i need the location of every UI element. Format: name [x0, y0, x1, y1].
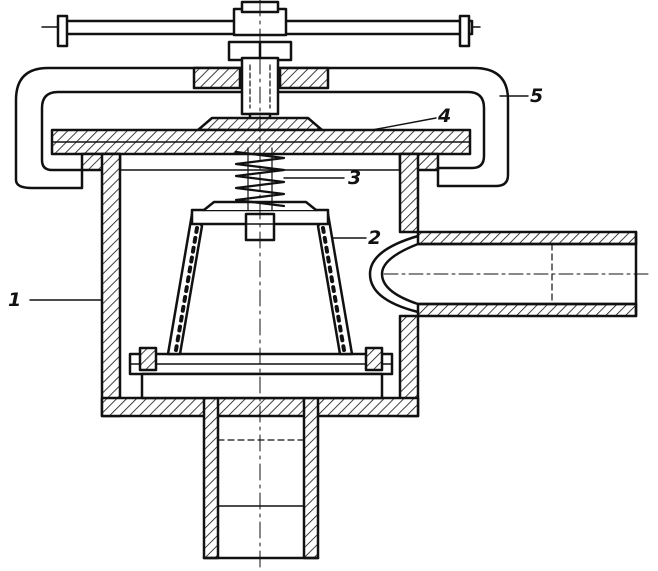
handwheel: [41, 0, 481, 62]
bolt-right: [364, 346, 384, 372]
label-part-1: 1: [8, 289, 21, 311]
leader-4: [371, 117, 437, 131]
yoke-nut-left: [192, 66, 242, 90]
outlet-pipe: [368, 230, 649, 318]
yoke-nut-right: [278, 66, 330, 90]
housing-right-wall-upper: [398, 152, 420, 234]
inlet-pipe: [202, 396, 320, 560]
label-part-4: 4: [437, 105, 451, 127]
label-part-5: 5: [530, 85, 543, 107]
housing-left-wall: [100, 152, 122, 418]
base-ring-inner: [140, 372, 384, 400]
bolt-left: [138, 346, 158, 372]
filter-cone: [166, 200, 354, 356]
label-part-3: 3: [348, 167, 361, 189]
label-part-2: 2: [368, 227, 381, 249]
